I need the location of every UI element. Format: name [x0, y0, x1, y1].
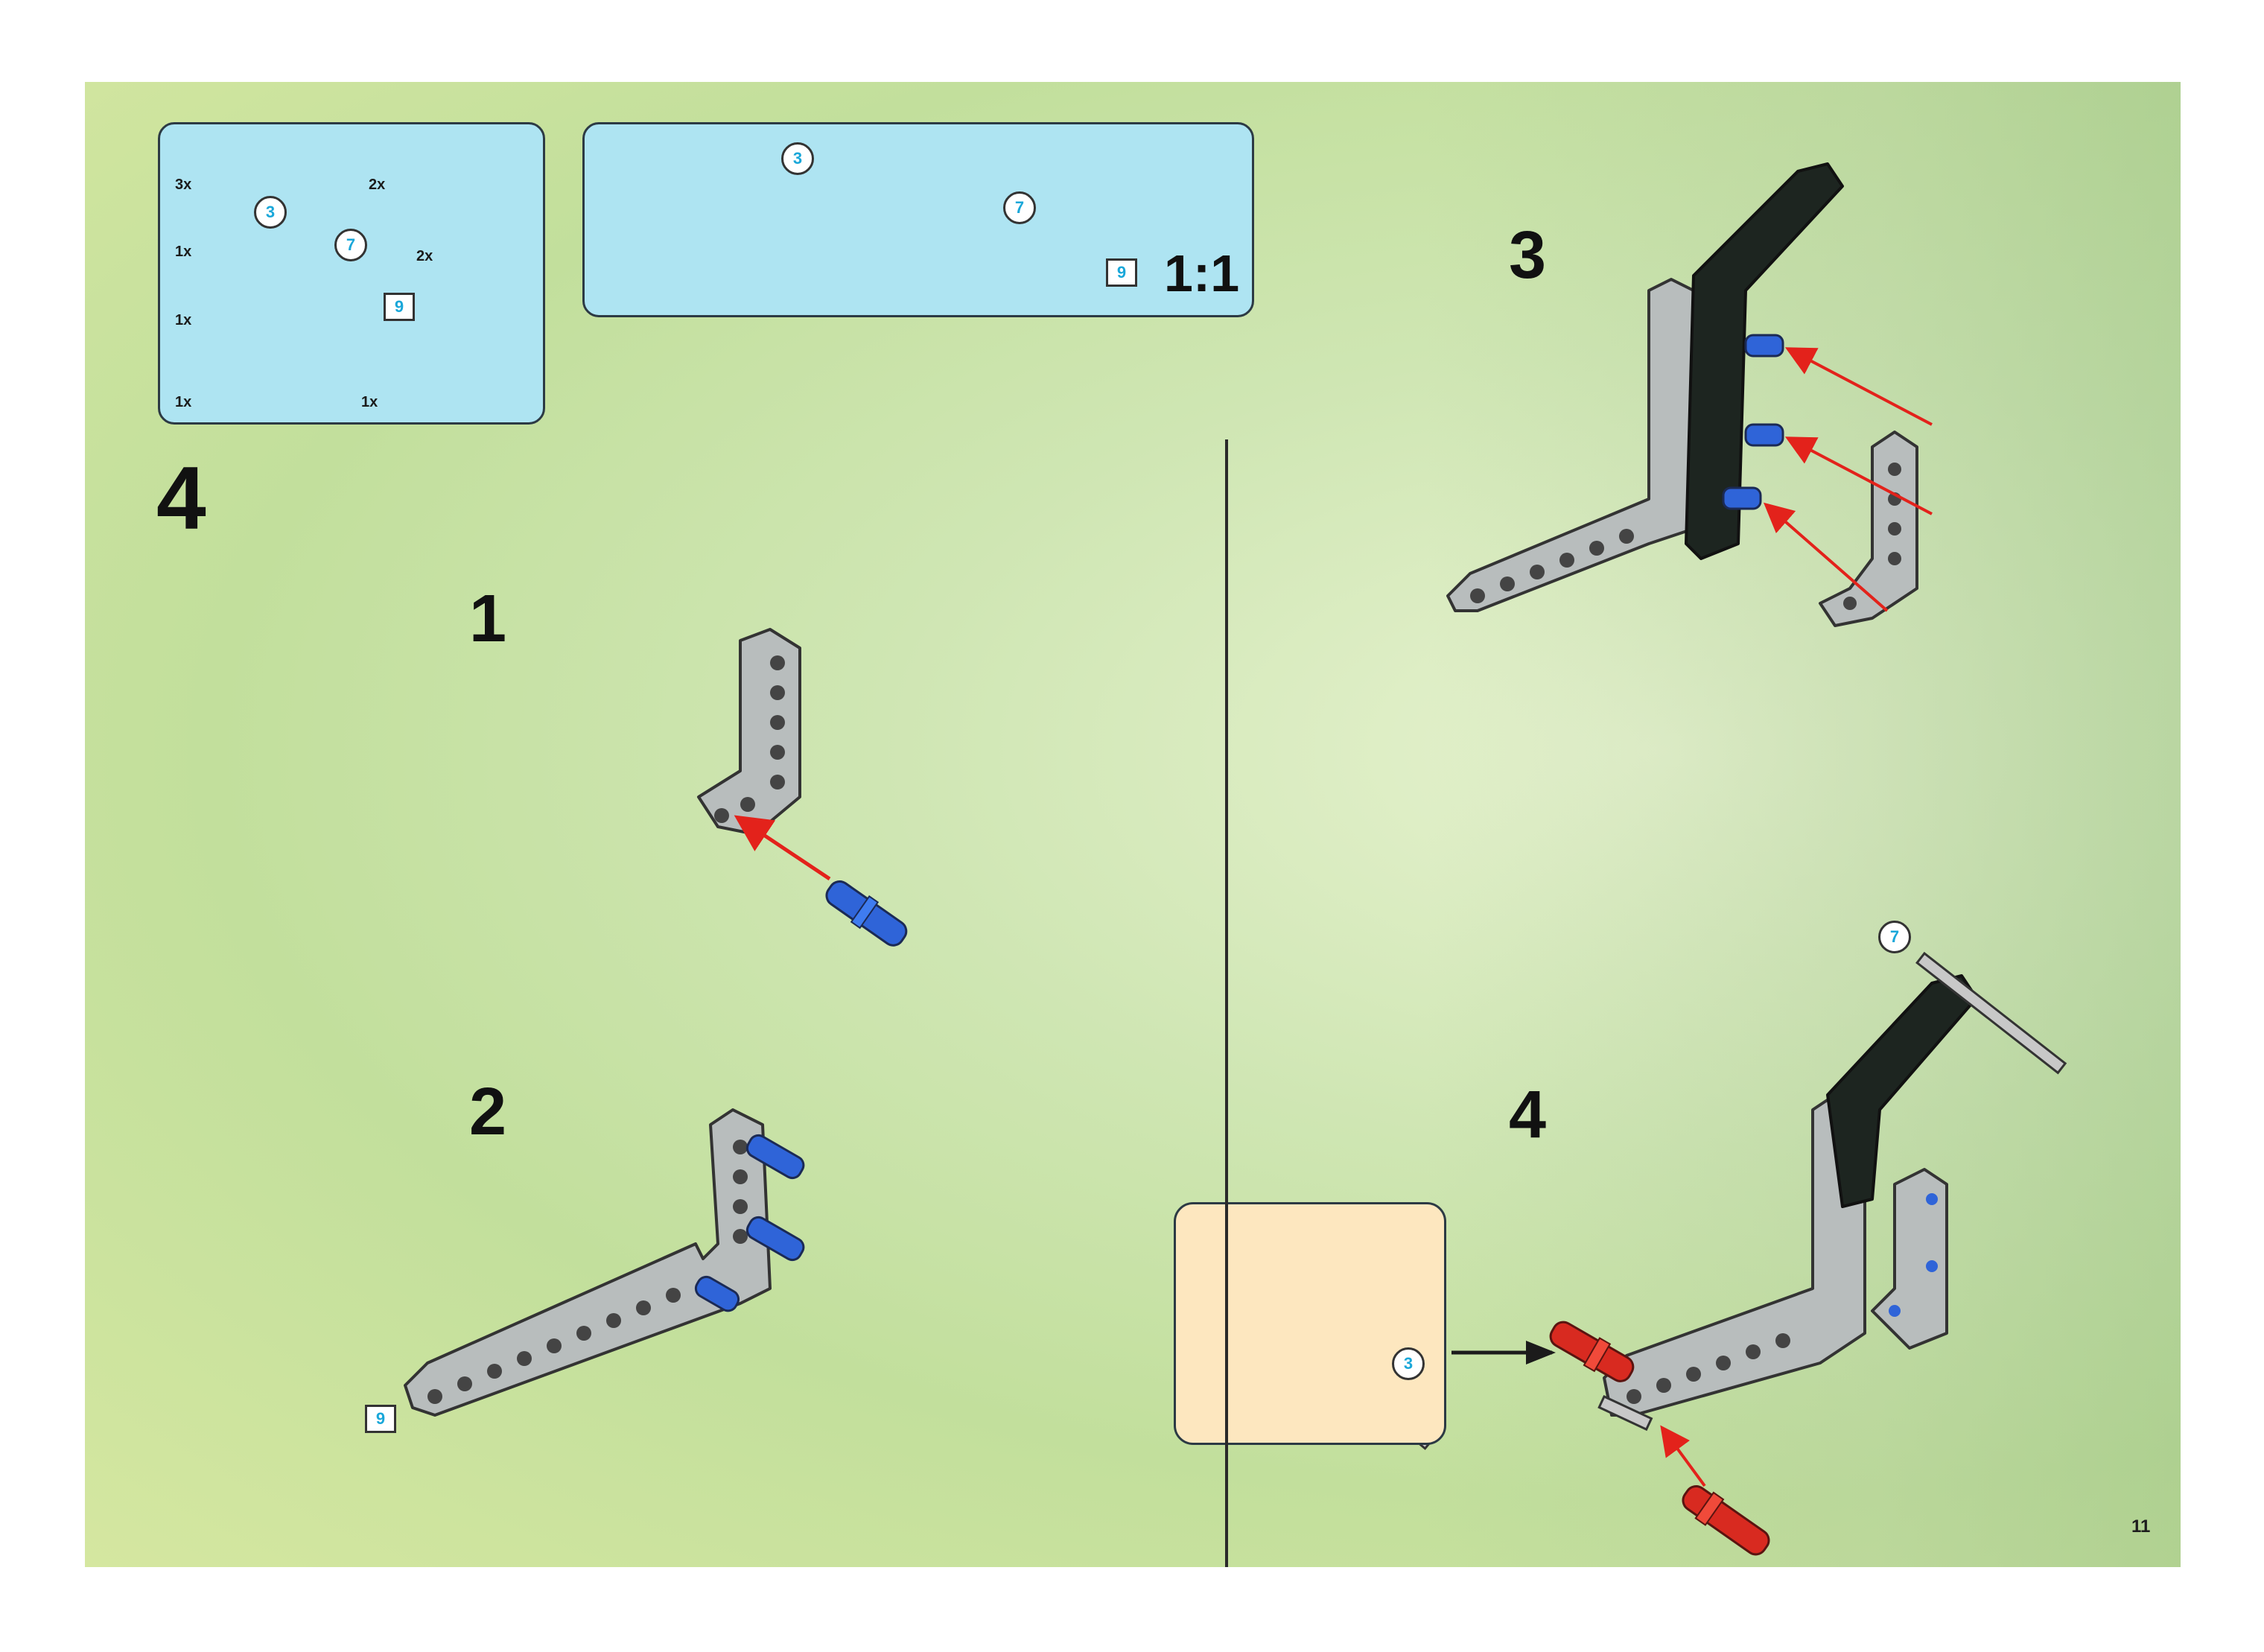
length-label-9: 9 [384, 293, 415, 321]
parts-list-box: 3x 2x 3 1x 7 1x 2x 9 1x 1x [158, 122, 545, 425]
parts-qty-l-beam: 2x [416, 248, 433, 265]
parts-qty-bent-beam: 1x [361, 394, 378, 411]
parts-qty-red-pin: 2x [369, 177, 385, 194]
substep-number-4: 4 [1509, 1077, 1546, 1154]
callout-length-label: 3 [1392, 1347, 1425, 1380]
length-label-7: 7 [334, 229, 367, 261]
scale-length-3: 3 [781, 142, 814, 175]
substep-number-2: 2 [469, 1074, 506, 1151]
parts-qty-axle-3: 1x [175, 244, 191, 261]
scale-length-7: 7 [1003, 191, 1036, 224]
step1-assembly [699, 629, 912, 952]
scale-length-9: 9 [1106, 258, 1137, 287]
scale-box: 3 7 9 1:1 [582, 122, 1254, 317]
scale-ratio: 1:1 [1164, 244, 1239, 303]
main-step-number: 4 [156, 447, 206, 550]
parts-qty-axle-7: 1x [175, 312, 191, 329]
parts-qty-beam-9: 1x [175, 394, 191, 411]
substep-number-3: 3 [1509, 217, 1546, 294]
step2-assembly [405, 1110, 807, 1415]
step4-assembly [1451, 953, 2065, 1561]
page-number: 11 [2131, 1516, 2150, 1537]
length-label-3: 3 [254, 196, 287, 229]
instruction-page: 3x 2x 3 1x 7 1x 2x 9 1x 1x 3 7 9 1:1 4 1… [85, 82, 2181, 1567]
step4-axle-length-label: 7 [1878, 921, 1911, 953]
substep-number-1: 1 [469, 581, 506, 658]
step4-callout-box: 3 [1174, 1202, 1446, 1445]
parts-qty-blue-pin: 3x [175, 177, 191, 194]
page-divider [1225, 439, 1228, 1567]
step2-length-label: 9 [365, 1405, 396, 1433]
